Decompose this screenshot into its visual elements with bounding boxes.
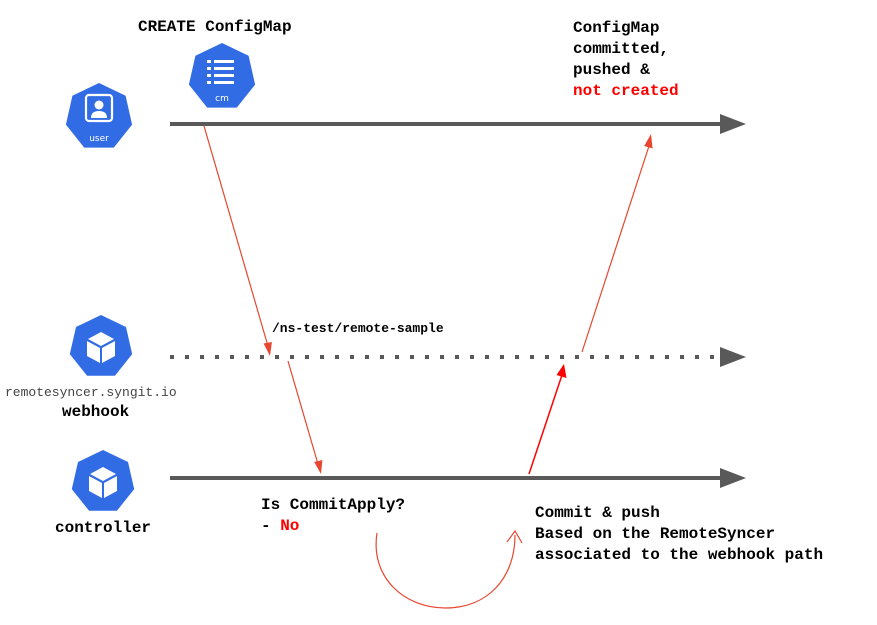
user-icon: user: [65, 83, 133, 148]
action-line-1: Commit & push: [535, 504, 660, 522]
webhook-timeline: [170, 347, 746, 367]
controller-timeline: [170, 468, 746, 488]
answer-prefix: -: [261, 517, 281, 535]
action-line-3: associated to the webhook path: [535, 546, 824, 564]
user-icon-label: user: [89, 134, 109, 144]
create-configmap-label: CREATE ConfigMap: [138, 18, 292, 36]
answer-no: No: [280, 517, 300, 535]
answer-line: - No: [261, 516, 405, 537]
commit-push-description: Commit & push Based on the RemoteSyncer …: [535, 503, 823, 566]
webhook-service-name: remotesyncer.syngit.io: [5, 385, 177, 400]
response-arrow-to-webhook: [528, 364, 567, 475]
webhook-cube-icon: [69, 315, 133, 376]
controller-cube-icon: [71, 450, 135, 511]
result-label: ConfigMap committed, pushed & not create…: [573, 18, 679, 102]
request-arrow-to-controller: [287, 360, 323, 474]
result-line-3: pushed &: [573, 61, 650, 79]
response-arrow-to-user: [581, 134, 653, 353]
result-line-2: committed,: [573, 40, 670, 58]
commit-loop-arrow: [375, 529, 523, 609]
commitapply-question: Is CommitApply? - No: [261, 495, 405, 537]
user-timeline: [170, 114, 746, 134]
configmap-icon: cm: [188, 43, 256, 108]
configmap-icon-label: cm: [215, 94, 229, 104]
webhook-path-label: /ns-test/remote-sample: [272, 321, 444, 336]
webhook-label: webhook: [62, 403, 130, 421]
controller-label: controller: [55, 519, 152, 537]
action-line-2: Based on the RemoteSyncer: [535, 525, 776, 543]
request-arrow-to-webhook: [203, 125, 272, 356]
question-text: Is CommitApply?: [261, 496, 406, 514]
result-not-created: not created: [573, 82, 679, 100]
result-line-1: ConfigMap: [573, 19, 660, 37]
